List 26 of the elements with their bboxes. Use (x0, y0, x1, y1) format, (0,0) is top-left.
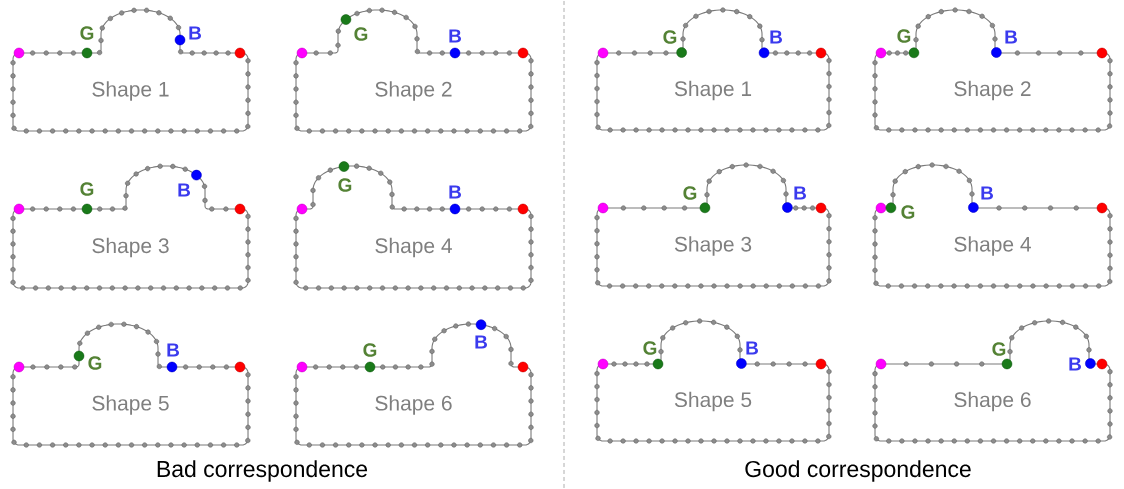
point-label: B (449, 29, 461, 43)
point-label: G (992, 342, 1006, 356)
point-label: B (189, 26, 201, 40)
point-label: G (363, 343, 377, 357)
point-label: B (1005, 30, 1017, 44)
point-label: B (770, 30, 782, 44)
point-label: B (746, 341, 758, 355)
point-label: G (663, 30, 677, 44)
point-label: G (80, 182, 94, 196)
point-label: G (683, 186, 697, 200)
point-label: B (794, 186, 806, 200)
point-label: B (981, 186, 993, 200)
panel-caption: Good correspondence (745, 460, 971, 482)
point-label: G (897, 29, 911, 43)
point-label: G (643, 341, 657, 355)
panel-caption: Bad correspondence (157, 460, 368, 482)
point-label: B (449, 185, 461, 199)
point-label: G (80, 26, 94, 40)
point-label: B (1069, 357, 1081, 371)
point-label: B (178, 183, 190, 197)
point-label: G (338, 178, 352, 192)
point-label: B (475, 335, 487, 349)
point-label: B (167, 343, 179, 357)
point-label: G (354, 27, 368, 41)
point-label: G (88, 356, 102, 370)
point-label: G (901, 205, 915, 219)
